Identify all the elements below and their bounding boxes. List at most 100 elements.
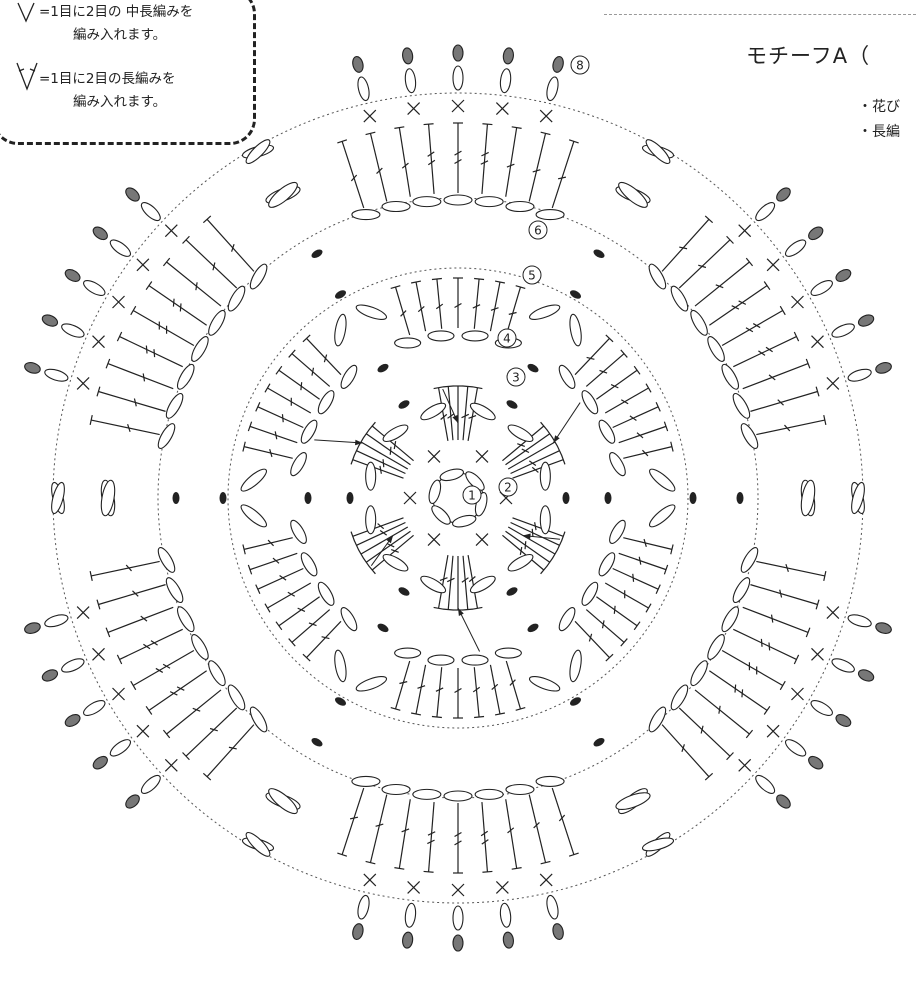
slip-stitch	[347, 492, 354, 504]
petal-stitch-middle-cross	[603, 620, 605, 628]
outer-petal-chain	[668, 284, 691, 313]
dashed-divider	[604, 14, 916, 15]
petal-stitch-middle-cross	[633, 574, 634, 582]
petal-stitch-outer	[133, 651, 194, 686]
picot-bead	[351, 923, 364, 941]
outer-petal-chain	[646, 262, 669, 291]
picot-chain	[783, 237, 808, 259]
outer-petal-chain	[688, 308, 711, 337]
middle-petal-chain	[462, 655, 488, 665]
petal-layer	[23, 45, 892, 951]
picot-chain	[453, 66, 463, 90]
petal-stitch-middle	[623, 447, 672, 459]
inner-petal-chain	[366, 462, 376, 490]
petal-stitch-middle	[619, 426, 666, 442]
petal-stitch-middle	[416, 665, 426, 714]
outer-petal-chain	[206, 308, 229, 337]
petal-stitch-outer-top	[764, 706, 770, 714]
slip-stitch	[526, 362, 540, 374]
petal-stitch-middle	[605, 583, 648, 608]
petal-stitch-middle-top	[432, 717, 442, 718]
outer-petal-chain	[475, 789, 503, 799]
petal-stitch-middle	[258, 568, 303, 589]
petal-stitch-outer-cross	[143, 373, 144, 381]
petal-stitch-middle-top	[474, 717, 484, 718]
petal-stitch-outer-top	[394, 127, 404, 129]
petal-stitch-outer	[709, 286, 767, 326]
petal-stitch-middle-top	[265, 384, 270, 393]
petal-stitch-outer-top	[163, 258, 169, 266]
slip-stitch	[310, 248, 324, 260]
petal-stitch-outer	[506, 128, 517, 197]
middle-side-chain	[355, 674, 388, 694]
petal-stitch-outer	[733, 337, 796, 367]
petal-stitch-outer-cross	[769, 642, 770, 650]
petal-stitch-middle	[244, 538, 293, 550]
single-crochet-mark	[428, 450, 440, 462]
picot-chain	[809, 698, 835, 719]
petal-stitch-inner-top	[541, 422, 547, 430]
petal-stitch-middle	[437, 279, 442, 329]
petal-stitch-outer	[399, 128, 410, 197]
outer-petal-chain	[225, 284, 248, 313]
arrow-head	[458, 608, 464, 616]
petal-stitch-outer-cross	[141, 616, 147, 621]
picot-bead	[551, 55, 564, 73]
petal-stitch-inner-cross	[383, 459, 384, 467]
picot-chain	[783, 737, 808, 759]
middle-petal-chain	[298, 551, 320, 579]
picot-chain	[356, 76, 371, 102]
petal-stitch-outer	[342, 788, 364, 855]
single-crochet-mark	[452, 100, 464, 112]
petal-stitch-outer-cross	[146, 346, 147, 354]
petal-stitch-middle	[613, 568, 658, 589]
slip-stitch	[220, 492, 227, 504]
outer-petal-chain	[382, 202, 410, 212]
picot-bead	[41, 668, 60, 684]
round-label-1: 1	[468, 489, 476, 503]
middle-petal-chain	[315, 580, 337, 608]
petal-stitch-middle	[279, 370, 320, 399]
outer-petal-chain	[174, 605, 197, 634]
inner-petal-chain	[419, 400, 448, 423]
petal-stitch-outer-cross	[742, 689, 743, 697]
petal-stitch-outer-top	[482, 124, 492, 125]
middle-petal-chain	[495, 648, 521, 658]
middle-petal-chain	[428, 655, 454, 665]
petal-stitch-middle	[244, 447, 293, 459]
petal-stitch-outer	[91, 420, 159, 435]
note-1: ・花び	[858, 96, 900, 116]
round-label-3: 3	[512, 371, 520, 385]
slip-stitch	[397, 585, 411, 597]
petal-stitch-outer-cross	[682, 744, 684, 752]
middle-side-chain	[355, 302, 388, 322]
petal-stitch-middle-cross	[282, 414, 283, 422]
petal-stitch-outer	[552, 141, 574, 208]
petal-stitch-outer	[429, 124, 434, 194]
round-label-6: 6	[534, 224, 542, 238]
petal-stitch-outer	[342, 141, 364, 208]
inner-petal-chain	[540, 462, 550, 490]
picot-chain	[545, 76, 560, 102]
round-ring-inner	[228, 268, 688, 728]
inner-petal-chain	[381, 551, 410, 574]
petal-stitch-inner	[448, 386, 453, 440]
petal-stitch-outer	[120, 629, 183, 659]
slip-stitch	[505, 585, 519, 597]
middle-petal-chain	[579, 388, 601, 416]
petal-stitch-outer	[133, 311, 194, 346]
slip-stitch	[376, 362, 390, 374]
petal-stitch-outer-top	[512, 868, 522, 870]
petal-stitch-middle	[267, 388, 310, 413]
single-crochet-mark	[540, 874, 552, 886]
legend-item-hdc: =1目に2目の 中長編みを 編み入れます。	[39, 3, 193, 45]
round-label-5: 5	[528, 269, 536, 283]
petal-stitch-inner-top	[552, 550, 557, 559]
picot-chain	[404, 68, 417, 93]
petal-stitch-inner-top	[557, 446, 561, 455]
middle-petal-chain	[596, 551, 618, 579]
petal-stitch-inner	[463, 386, 468, 440]
picot-bead	[23, 621, 41, 635]
petal-stitch-inner	[448, 556, 453, 610]
picot-chain	[139, 773, 163, 797]
